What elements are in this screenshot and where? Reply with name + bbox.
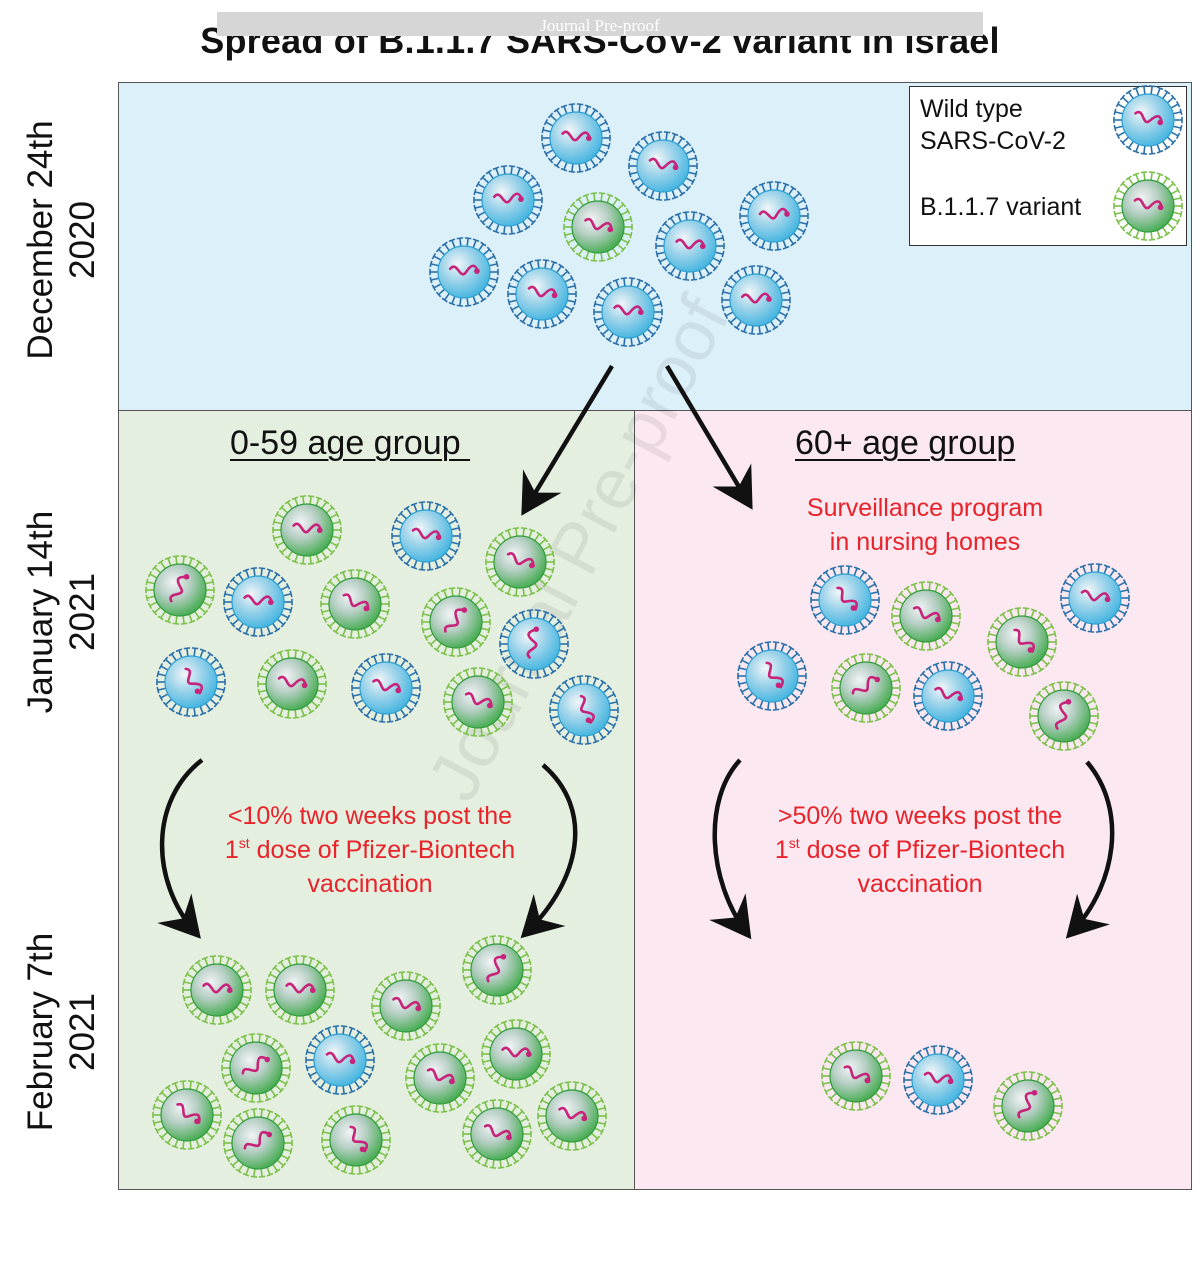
arrow-old-left xyxy=(709,758,752,940)
variant-virus-42 xyxy=(223,1108,293,1178)
wild-type-virus-20 xyxy=(156,647,226,717)
wild-type-virus-24 xyxy=(549,675,619,745)
variant-virus-35 xyxy=(371,971,441,1041)
wild-type-virus-9 xyxy=(721,265,791,335)
wild-type-virus-22 xyxy=(351,653,421,723)
variant-virus-39 xyxy=(405,1043,475,1113)
vaccination-60-plus-line2: 1st dose of Pfizer-Biontech xyxy=(774,835,1066,864)
variant-virus-23 xyxy=(443,667,513,737)
arrow-young-right xyxy=(520,763,578,939)
surveillance-line1: Surveillance program xyxy=(806,494,1044,522)
wild-type-virus-6 xyxy=(429,237,499,307)
arrow-old-right xyxy=(1065,760,1115,939)
variant-virus-27 xyxy=(987,607,1057,677)
legend-wild-type-label: Wild type SARS-CoV-2 xyxy=(920,95,1066,155)
wild-type-virus-28 xyxy=(1060,563,1130,633)
wild-type-virus-2 xyxy=(473,165,543,235)
wild-type-virus-31 xyxy=(913,661,983,731)
wild-type-virus-8 xyxy=(593,277,663,347)
vaccination-note-60-plus: >50% two weeks post the 1st dose of Pfiz… xyxy=(720,799,1120,901)
variant-virus-48 xyxy=(993,1071,1063,1141)
wild-type-virus-5 xyxy=(739,181,809,251)
virus-layer xyxy=(145,85,1183,1178)
arrow-young-left xyxy=(157,758,204,939)
virus-diagram: Journal Pre-proof xyxy=(145,85,1183,1178)
variant-virus-18 xyxy=(421,587,491,657)
wild-type-virus-0 xyxy=(541,103,611,173)
variant-virus-30 xyxy=(831,653,901,723)
variant-virus-43 xyxy=(321,1105,391,1175)
vaccination-60-plus-line3: vaccination xyxy=(857,870,983,898)
vaccination-0-59-line1: <10% two weeks post the xyxy=(227,802,513,830)
vaccination-0-59-line3: vaccination xyxy=(307,870,433,898)
group-title-60-plus: 60+ age group xyxy=(795,424,1016,462)
wild-type-virus-47 xyxy=(903,1045,973,1115)
variant-virus-12 xyxy=(272,495,342,565)
variant-virus-33 xyxy=(182,955,252,1025)
variant-virus-15 xyxy=(145,555,215,625)
variant-virus-44 xyxy=(462,1099,532,1169)
wild-type-virus-29 xyxy=(737,641,807,711)
group-title-0-59: 0-59 age group xyxy=(230,424,471,462)
variant-virus-11 xyxy=(1113,171,1183,241)
vaccination-note-0-59: <10% two weeks post the 1st dose of Pfiz… xyxy=(170,799,570,901)
wild-type-virus-38 xyxy=(305,1025,375,1095)
vaccination-0-59-line2: 1st dose of Pfizer-Biontech xyxy=(224,835,516,864)
arrow-dec-to-old xyxy=(665,364,753,510)
variant-virus-41 xyxy=(152,1080,222,1150)
variant-virus-36 xyxy=(462,935,532,1005)
vaccination-60-plus-line1: >50% two weeks post the xyxy=(777,802,1063,830)
wild-type-virus-10 xyxy=(1113,85,1183,155)
wild-type-virus-19 xyxy=(499,609,569,679)
variant-virus-40 xyxy=(481,1019,551,1089)
variant-virus-21 xyxy=(257,649,327,719)
arrow-dec-to-young xyxy=(521,364,614,516)
wild-type-virus-7 xyxy=(507,259,577,329)
journal-preproof-banner: Journal Pre-proof xyxy=(217,12,983,36)
variant-virus-32 xyxy=(1029,681,1099,751)
variant-virus-34 xyxy=(265,955,335,1025)
variant-virus-45 xyxy=(537,1081,607,1151)
age-60-plus-panel xyxy=(634,410,1192,1190)
variant-virus-3 xyxy=(563,192,633,262)
variant-virus-26 xyxy=(891,581,961,651)
wild-type-virus-1 xyxy=(628,131,698,201)
surveillance-line2: in nursing homes xyxy=(829,528,1021,556)
variant-virus-46 xyxy=(821,1041,891,1111)
wild-type-virus-16 xyxy=(223,567,293,637)
legend-variant-label: B.1.1.7 variant xyxy=(920,193,1082,221)
wild-type-virus-13 xyxy=(391,501,461,571)
variant-virus-37 xyxy=(221,1033,291,1103)
surveillance-note: Surveillance program in nursing homes xyxy=(735,491,1115,559)
wild-type-virus-4 xyxy=(655,211,725,281)
variant-virus-14 xyxy=(485,527,555,597)
wild-type-virus-25 xyxy=(810,565,880,635)
variant-virus-17 xyxy=(320,569,390,639)
